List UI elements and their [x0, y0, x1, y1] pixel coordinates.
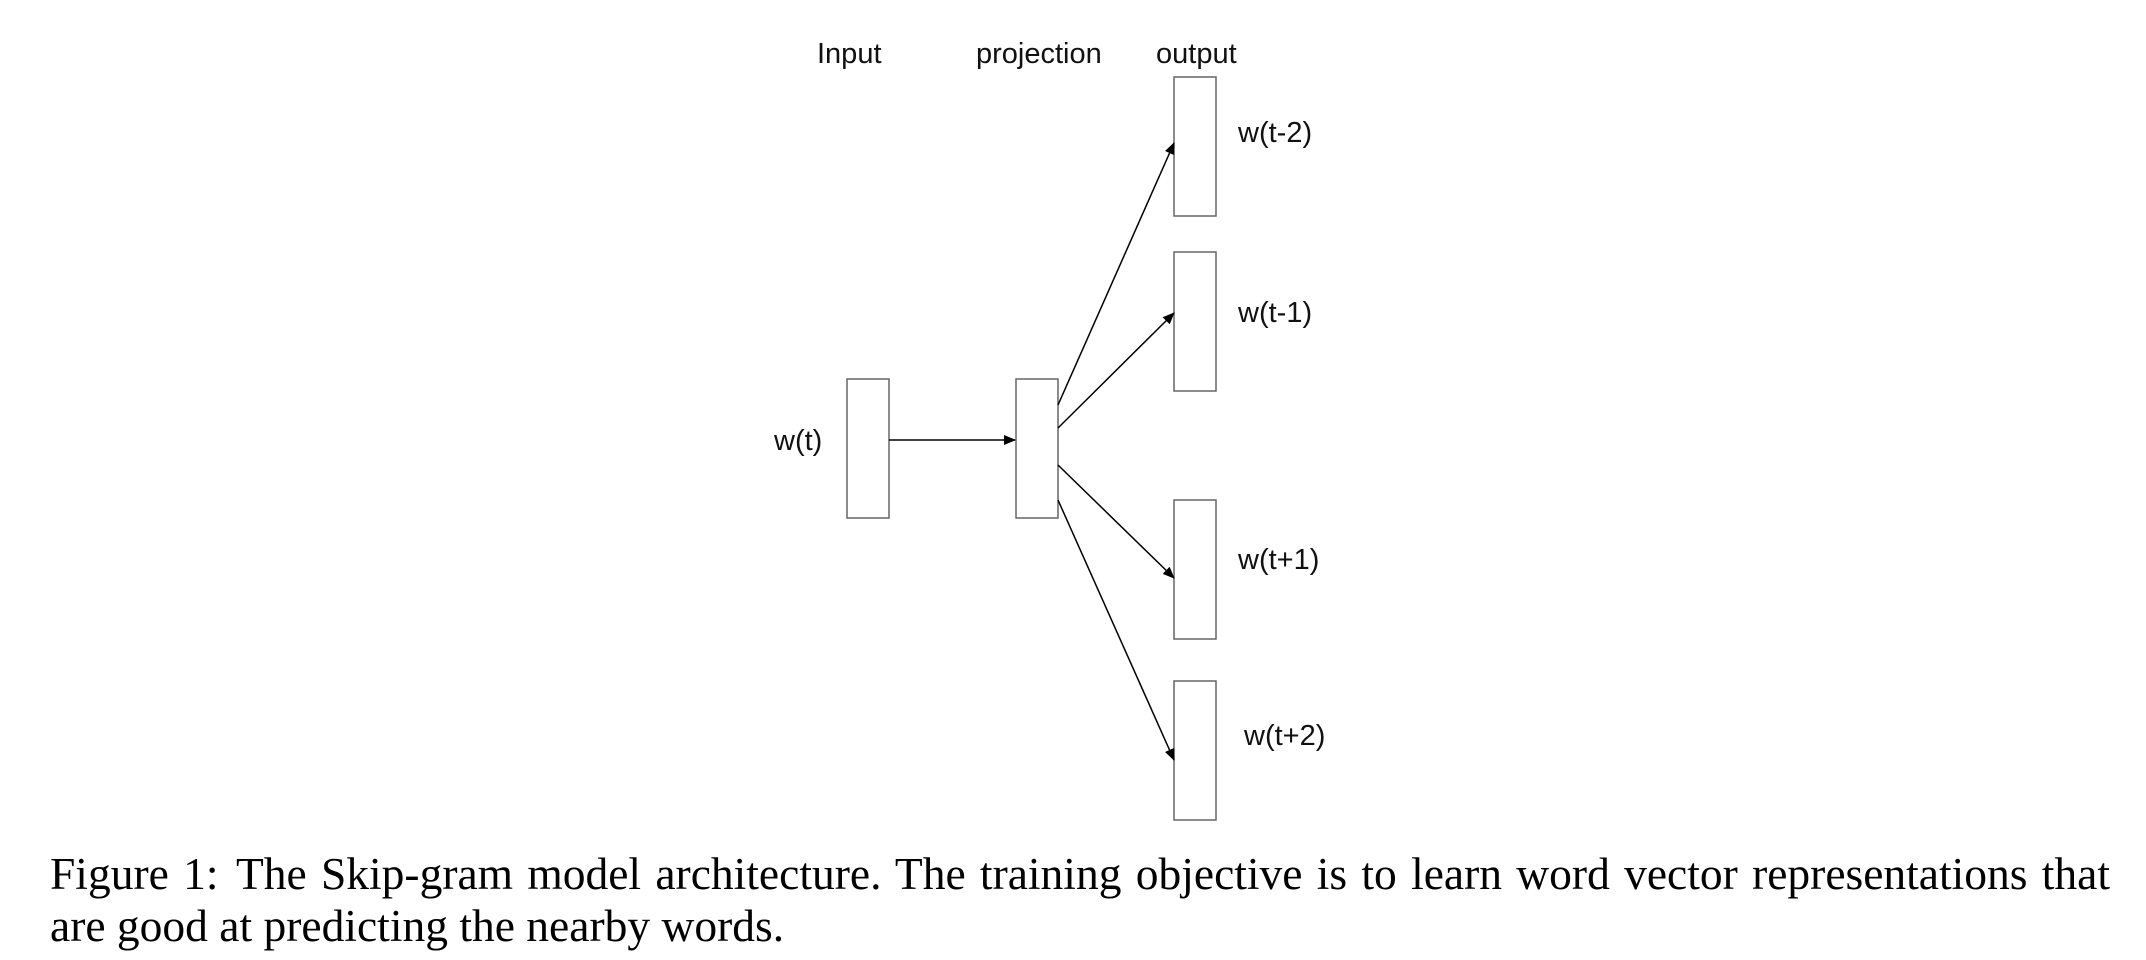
arrow-projection-to-t-minus-1: [1057, 312, 1175, 429]
output-node-box-t-plus-2: [1173, 680, 1217, 821]
output-word-label-t-minus-2: w(t-2): [1237, 117, 1312, 149]
input-layer-label: Input: [817, 38, 882, 70]
output-node-box-t-minus-2: [1173, 76, 1217, 217]
input-node-box: [846, 378, 890, 519]
arrow-projection-to-t-plus-1: [1057, 464, 1175, 579]
arrow-projection-to-t-minus-2: [1057, 142, 1175, 406]
caption-text: The Skip-gram model architecture. The tr…: [50, 848, 2111, 951]
input-word-label: w(t): [773, 425, 822, 457]
output-node-box-t-minus-1: [1173, 251, 1217, 392]
output-word-label-t-plus-2: w(t+2): [1243, 720, 1325, 752]
arrow-projection-to-t-plus-2: [1057, 499, 1175, 761]
figure-caption: Figure 1: The Skip-gram model architectu…: [50, 848, 2110, 952]
output-word-label-t-plus-1: w(t+1): [1237, 544, 1319, 576]
projection-layer-label: projection: [976, 38, 1102, 70]
projection-node-box: [1015, 378, 1059, 519]
caption-label: Figure 1:: [50, 848, 219, 899]
output-node-box-t-plus-1: [1173, 499, 1217, 640]
output-word-label-t-minus-1: w(t-1): [1237, 297, 1312, 329]
output-layer-label: output: [1156, 38, 1237, 70]
